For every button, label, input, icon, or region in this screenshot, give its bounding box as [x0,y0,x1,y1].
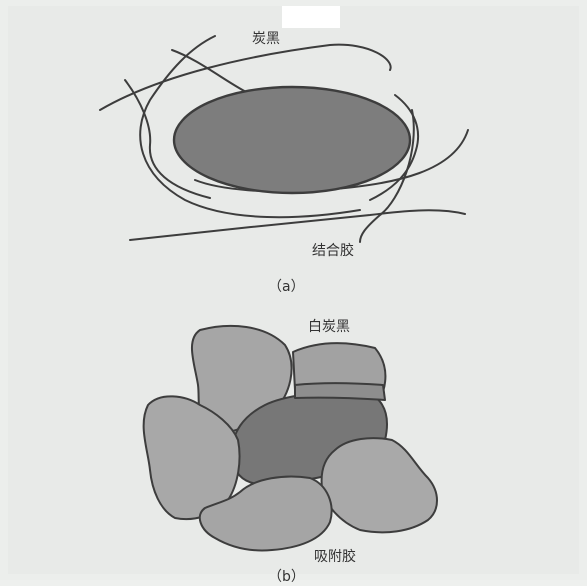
label-white-carbon-black: 白炭黑 [308,316,350,336]
carbon-black-particle [174,87,410,193]
panel-b [144,326,437,551]
caption-b: （b） [268,566,305,586]
label-bound-rubber: 结合胶 [312,240,354,260]
caption-a: （a） [268,276,305,296]
fragment-right [322,438,437,532]
panel-a [100,36,468,242]
fragment-top-right-band [295,383,385,400]
label-carbon-black: 炭黑 [252,28,280,48]
rubber-chain-7 [130,210,465,240]
label-adsorbed-rubber: 吸附胶 [314,546,356,566]
rubber-chain-4 [172,50,252,95]
